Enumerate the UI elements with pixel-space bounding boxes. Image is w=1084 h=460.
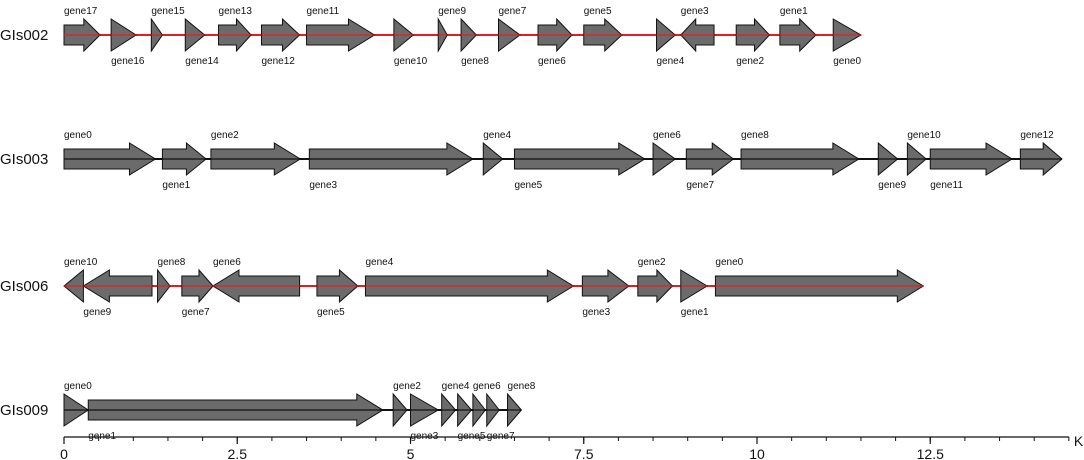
gene-label: gene9: [878, 180, 906, 191]
axis-tick-label: 7.5: [574, 446, 594, 460]
axis-unit-label: Kb: [1074, 433, 1084, 449]
gene-label: gene4: [657, 56, 685, 67]
gene-label: gene3: [309, 180, 337, 191]
gene-label: gene9: [438, 6, 466, 17]
cluster-GIs002: GIs002 gene17 gene16 gene15 gene14 gene13 gene…: [0, 6, 862, 67]
gene-label: gene10: [907, 130, 941, 141]
gene-label: gene4: [442, 381, 470, 392]
gene-label: gene0: [64, 130, 92, 141]
axis-tick-label: 10: [749, 446, 765, 460]
gene-label: gene11: [930, 180, 963, 191]
gene-label: gene14: [185, 56, 219, 67]
cluster-name: GIs006: [0, 278, 48, 295]
cluster-name: GIs002: [0, 27, 48, 44]
axis-tick-label: 0: [60, 446, 68, 460]
gene-label: gene17: [64, 6, 98, 17]
gene-label: gene4: [365, 257, 393, 268]
gene-label: gene0: [64, 381, 92, 392]
gene-label: gene5: [317, 307, 345, 318]
gene-label: gene7: [499, 6, 527, 17]
cluster-name: GIs009: [0, 402, 48, 419]
gene-label: gene1: [681, 307, 709, 318]
gene-label: gene6: [538, 56, 566, 67]
cluster-GIs009: GIs009gene0gene1gene2gene3gene4gene5gene…: [0, 381, 536, 442]
gene-label: gene2: [393, 381, 421, 392]
gene-label: gene2: [638, 257, 666, 268]
gene-label: gene12: [262, 56, 296, 67]
cluster-GIs003: GIs003 gene0 gene1 gene2 gene3 gene4 gene5 gene…: [0, 130, 1063, 191]
gene-label: gene0: [833, 56, 861, 67]
gene-label: gene8: [461, 56, 489, 67]
gene-label: gene1: [162, 180, 190, 191]
gene-label: gene11: [307, 6, 340, 17]
gene-label: gene5: [584, 6, 612, 17]
gene-label: gene9: [83, 307, 111, 318]
gene-label: gene6: [213, 257, 241, 268]
gene-label: gene10: [64, 257, 98, 268]
gene-label: gene6: [653, 130, 681, 141]
gene-label: gene13: [219, 6, 253, 17]
axis-tick-label: 5: [407, 446, 415, 460]
cluster-GIs006: GIs006 gene10 gene9 gene8 gene7 gene6 gene5 gen…: [0, 257, 925, 318]
gene-label: gene7: [182, 307, 210, 318]
gene-label: gene8: [741, 130, 769, 141]
gene-label: gene12: [1020, 130, 1054, 141]
gene-label: gene3: [582, 307, 610, 318]
gene-label: gene3: [681, 6, 709, 17]
gene-label: gene16: [111, 56, 145, 67]
gene-label: gene15: [151, 6, 185, 17]
gene-label: gene2: [211, 130, 239, 141]
axis-tick-label: 12.5: [917, 446, 944, 460]
cluster-name: GIs003: [0, 151, 48, 168]
gene-label: gene7: [686, 180, 714, 191]
axis-tick-label: 2.5: [228, 446, 248, 460]
gene-label: gene6: [473, 381, 501, 392]
kb-axis: 0 2.5 5 7.5 10 12.5 Kb: [60, 433, 1084, 460]
gene-label: gene10: [394, 56, 428, 67]
gene-label: gene8: [508, 381, 536, 392]
gene-label: gene2: [736, 56, 764, 67]
gene-label: gene1: [780, 6, 808, 17]
gene-label: gene0: [715, 257, 743, 268]
cluster-tracks: GIs002 gene17 gene16 gene15 gene14 gene13 gene…: [0, 6, 1063, 442]
gene-label: gene8: [158, 257, 186, 268]
gene-label: gene4: [483, 130, 511, 141]
gene-label: gene5: [514, 180, 542, 191]
